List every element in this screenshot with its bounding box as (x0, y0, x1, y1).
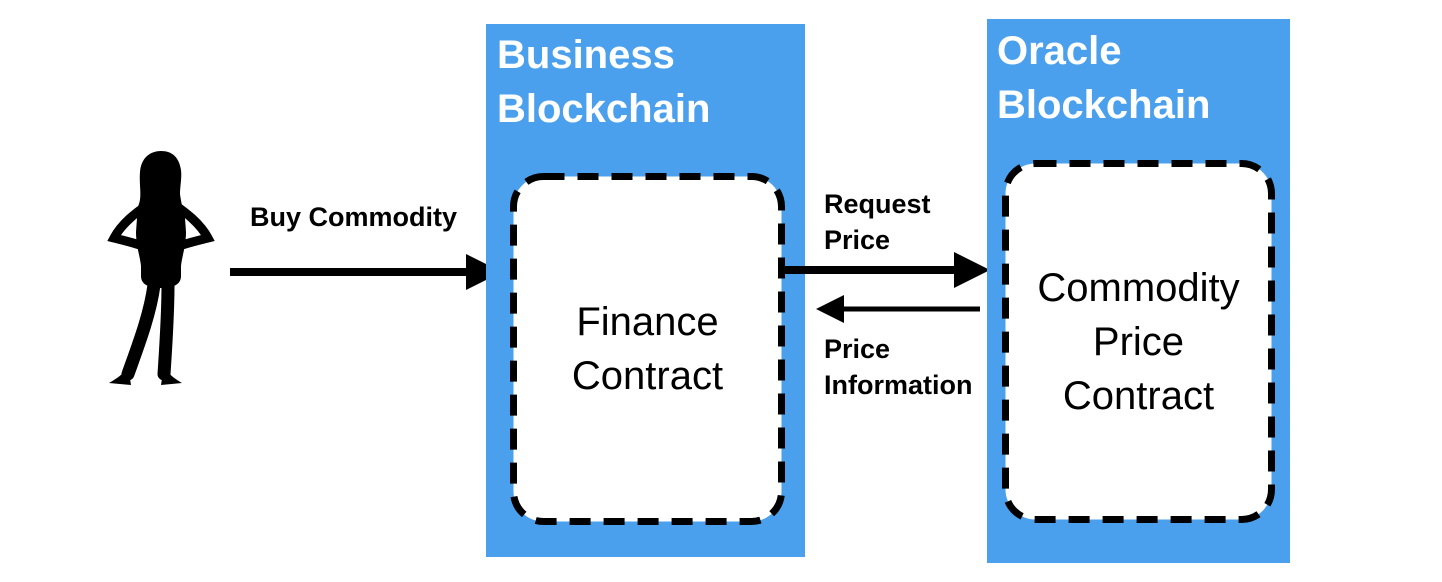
business-blockchain-title: Business Blockchain (497, 33, 711, 131)
dashed-border (1002, 160, 1275, 523)
finance-contract-box: Finance Contract (510, 173, 785, 525)
commodity-price-contract-label: Commodity Price Contract (1037, 265, 1240, 418)
price-information-label: Price Information (824, 334, 973, 400)
request-price-arrow (780, 248, 992, 292)
commodity-price-contract-box: Commodity Price Contract (1002, 160, 1275, 523)
oracle-blockchain-title: Oracle Blockchain (997, 29, 1211, 127)
buy-commodity-label: Buy Commodity (250, 202, 458, 232)
request-price-label: Request Price (824, 189, 931, 255)
finance-contract-label: Finance Contract (571, 300, 724, 398)
dashed-border (510, 173, 785, 525)
arrow-left-icon (816, 295, 980, 323)
person-silhouette-icon (107, 151, 215, 385)
arrow-right-icon (230, 254, 502, 290)
price-information-arrow (814, 290, 982, 328)
arrow-right-icon (782, 252, 990, 288)
buy-commodity-arrow (230, 250, 505, 294)
